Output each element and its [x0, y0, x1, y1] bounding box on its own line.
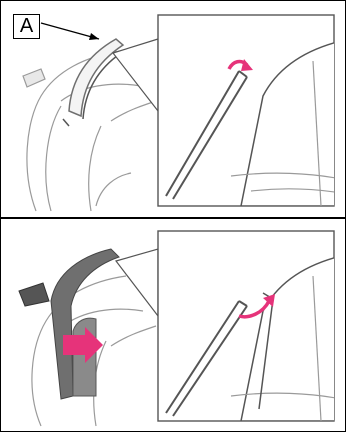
top-callout-wedge: [113, 39, 158, 111]
bottom-side-mirror: [19, 283, 49, 306]
callout-label-a: A: [13, 14, 40, 39]
bottom-callout-wedge: [116, 249, 158, 316]
panel-divider: [1, 217, 345, 219]
leader-arrowhead: [89, 33, 99, 40]
